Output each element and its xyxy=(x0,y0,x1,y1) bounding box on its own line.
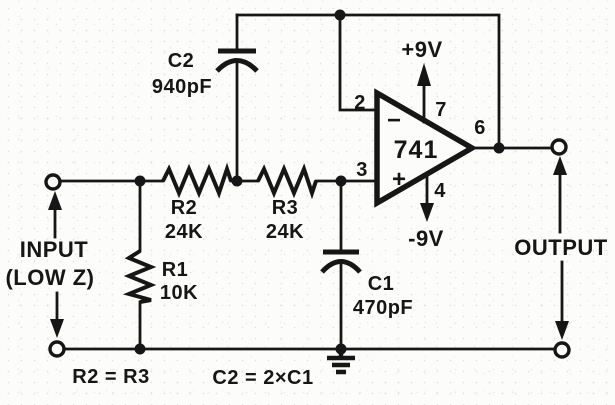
terminal-output-top xyxy=(550,138,568,156)
label-input-sub: (LOW Z) xyxy=(5,265,94,290)
pin-6-label: 6 xyxy=(474,117,486,139)
junction-dot xyxy=(335,343,347,355)
terminal-input-top xyxy=(44,173,62,191)
resistor-r2-symbol xyxy=(161,162,233,199)
capacitor-c2-symbol xyxy=(215,48,259,73)
junction-dot xyxy=(134,175,146,187)
label-r3: R3 xyxy=(272,197,299,219)
capacitor-c1-symbol xyxy=(320,249,362,274)
equation-capacitors: C2 = 2×C1 xyxy=(212,367,313,389)
input-up-arrow-icon xyxy=(48,191,62,239)
resistor-r3-symbol xyxy=(256,163,318,200)
label-output: OUTPUT xyxy=(514,235,608,260)
vplus-arrow-icon xyxy=(417,63,431,124)
terminal-input-bottom xyxy=(48,340,66,358)
value-r1: 10K xyxy=(160,282,198,304)
value-c2: 940pF xyxy=(152,76,212,98)
value-r3: 24K xyxy=(266,221,304,243)
output-up-arrow-icon xyxy=(553,156,567,234)
opamp-noninverting-sign: + xyxy=(392,166,406,193)
wire-feedback-top xyxy=(235,13,501,150)
output-down-arrow-icon xyxy=(555,260,569,340)
pin-3-label: 3 xyxy=(356,159,368,181)
vminus-arrow-icon xyxy=(420,174,434,222)
pin-7-label: 7 xyxy=(435,99,447,121)
label-c2: C2 xyxy=(168,50,195,72)
opamp-inverting-sign: − xyxy=(387,107,401,134)
resistor-r1-symbol xyxy=(122,249,157,304)
label-vplus: +9V xyxy=(401,37,442,62)
junction-dot xyxy=(231,175,243,187)
label-r1: R1 xyxy=(162,259,189,281)
label-vminus: -9V xyxy=(408,226,444,251)
junction-dot xyxy=(334,9,346,21)
label-opamp-part: 741 xyxy=(394,136,439,164)
value-r2: 24K xyxy=(165,221,203,243)
terminal-output-bottom xyxy=(553,341,571,359)
junction-dot xyxy=(493,142,505,154)
label-c1: C1 xyxy=(368,273,395,295)
pin-4-label: 4 xyxy=(434,180,446,202)
equation-resistors: R2 = R3 xyxy=(72,366,149,388)
label-r2: R2 xyxy=(171,197,198,219)
input-down-arrow-icon xyxy=(50,291,64,338)
junction-dot xyxy=(335,175,347,187)
wire-feedback-to-pin2 xyxy=(338,13,379,112)
label-input: INPUT xyxy=(20,237,89,262)
value-c1: 470pF xyxy=(353,297,413,319)
junction-dot xyxy=(134,343,146,355)
pin-2-label: 2 xyxy=(354,92,366,114)
